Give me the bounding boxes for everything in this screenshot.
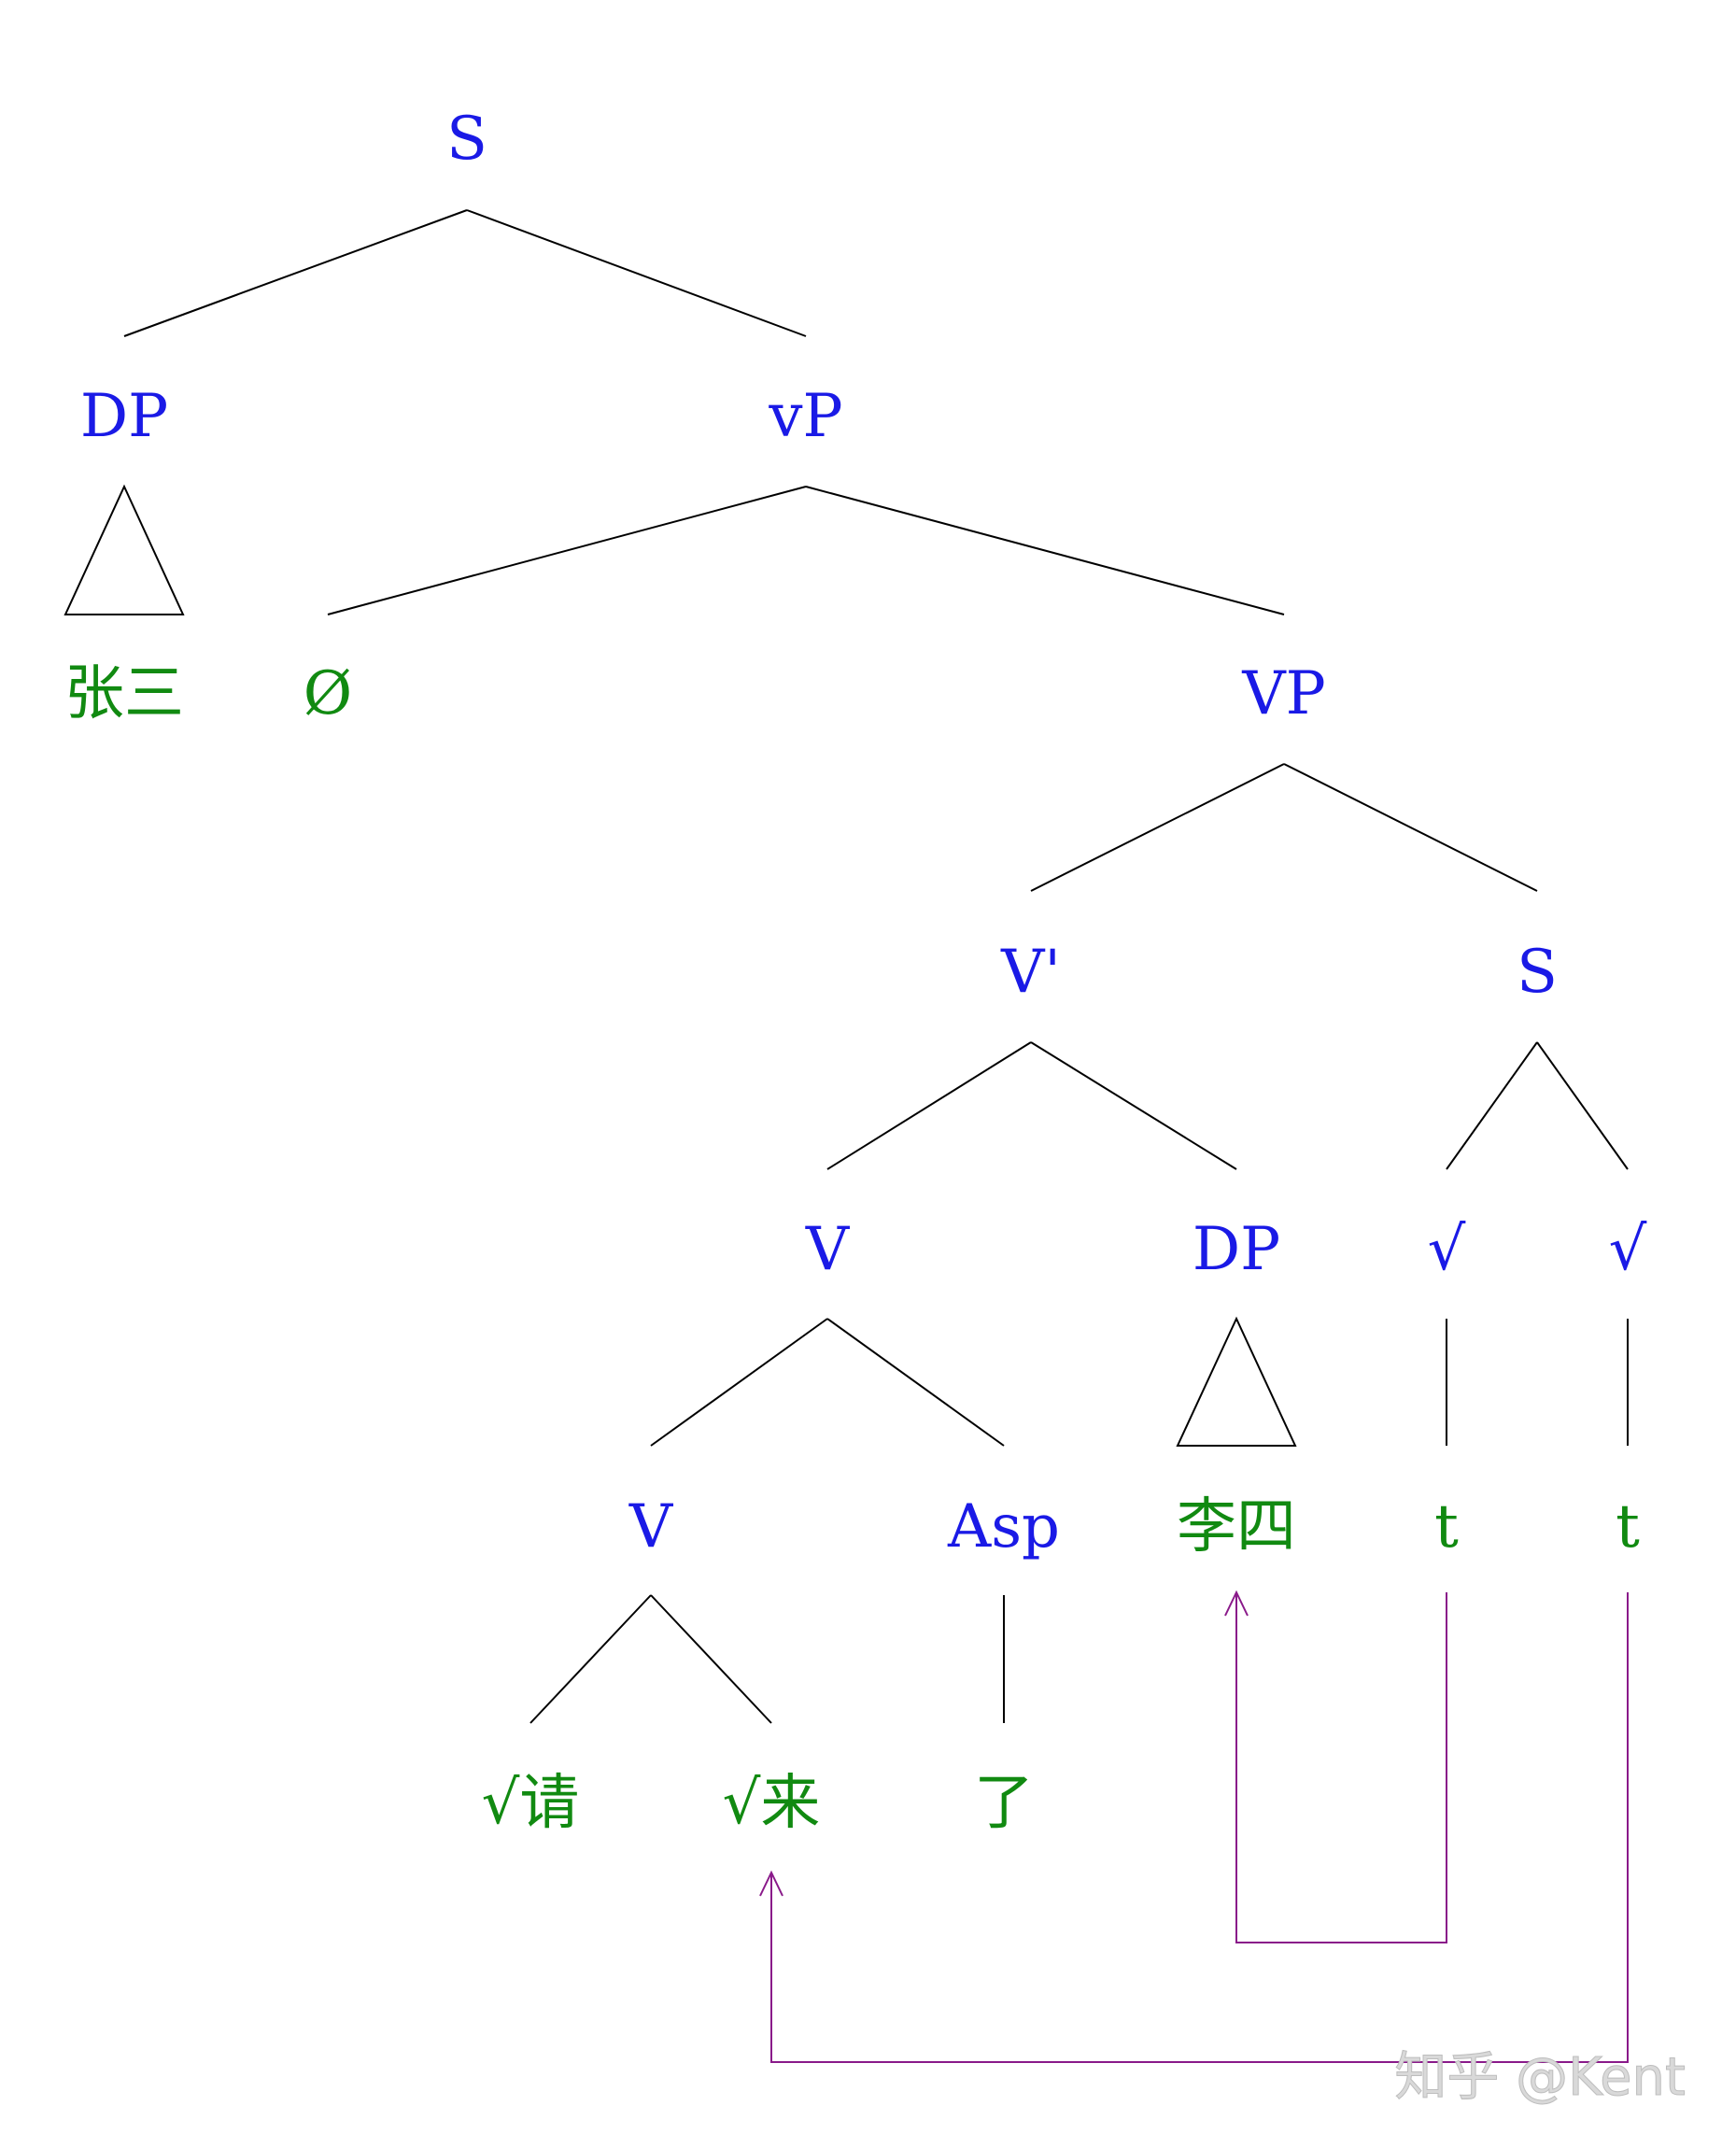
branch-vp-s bbox=[1283, 763, 1538, 892]
movement-line-lisi bbox=[1235, 1592, 1447, 1943]
movement-line-lai bbox=[770, 1592, 1629, 2063]
word-lisi: 李四 bbox=[1177, 1492, 1296, 1562]
triangle-dp-subject bbox=[64, 484, 185, 615]
tree-labels: S DP vP 张三 Ø VP V' S V DP √ √ V Asp 李四 t… bbox=[64, 105, 1647, 1838]
node-s-root: S bbox=[446, 105, 487, 174]
branch-v-asp bbox=[826, 1318, 1005, 1447]
word-trace1: t bbox=[1434, 1492, 1459, 1562]
branch-vbar-dp bbox=[1030, 1041, 1237, 1170]
node-s-small: S bbox=[1517, 938, 1558, 1007]
word-qing: √请 bbox=[482, 1769, 580, 1838]
branch-s-vp-little bbox=[466, 209, 807, 337]
branch-s-root2 bbox=[1536, 1041, 1629, 1170]
word-lai: √来 bbox=[723, 1769, 821, 1838]
arrowhead-lisi bbox=[1224, 1590, 1249, 1617]
movement-arrows bbox=[759, 1590, 1629, 2063]
word-zhangsan: 张三 bbox=[64, 659, 184, 728]
node-vp-little: vP bbox=[768, 382, 842, 451]
node-vp-big: VP bbox=[1241, 659, 1325, 728]
node-vbar: V' bbox=[1000, 938, 1061, 1007]
word-null-v: Ø bbox=[303, 659, 352, 728]
arrowhead-lai bbox=[759, 1870, 783, 1897]
branch-v-qing bbox=[529, 1594, 652, 1724]
branch-v-lai bbox=[650, 1594, 772, 1724]
branch-v-v bbox=[650, 1318, 828, 1447]
branch-vp-little-null bbox=[327, 486, 807, 615]
branch-s-dp bbox=[123, 209, 468, 337]
branch-s-root1 bbox=[1446, 1041, 1538, 1170]
branch-vp-little-vp bbox=[805, 486, 1285, 615]
branch-vp-vbar bbox=[1030, 763, 1285, 892]
node-asp: Asp bbox=[947, 1492, 1060, 1562]
node-v-upper: V bbox=[805, 1215, 851, 1284]
branch-vbar-v bbox=[826, 1041, 1032, 1170]
triangle-dp-object bbox=[1176, 1316, 1297, 1447]
tree-branches bbox=[64, 209, 1629, 1724]
node-root2: √ bbox=[1609, 1215, 1647, 1284]
node-dp-subject: DP bbox=[80, 382, 168, 451]
watermark: 知乎 @Kent bbox=[1394, 2047, 1686, 2108]
node-dp-object: DP bbox=[1193, 1215, 1280, 1284]
word-le: 了 bbox=[974, 1769, 1034, 1838]
word-trace2: t bbox=[1616, 1492, 1640, 1562]
node-root1: √ bbox=[1428, 1215, 1466, 1284]
node-v-lower: V bbox=[628, 1492, 674, 1562]
